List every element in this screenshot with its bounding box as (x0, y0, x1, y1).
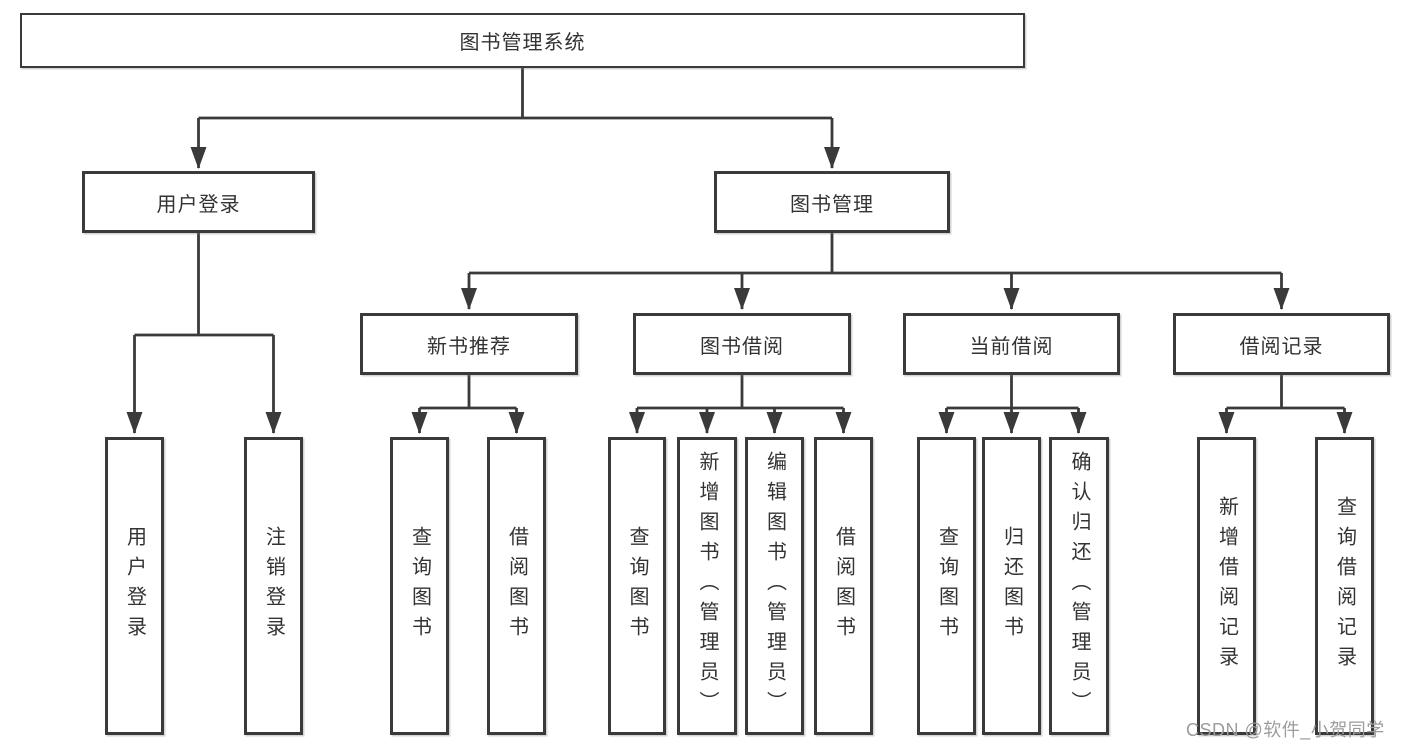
node-label: 图书管理系统 (459, 32, 586, 54)
leaf-borrow-books-borrowing: 借阅图书 (814, 437, 873, 735)
node-label: 借阅记录 (1239, 335, 1324, 358)
node-label: 注销登录 (262, 526, 285, 646)
node-label: 新增借阅记录 (1215, 496, 1238, 676)
leaf-add-borrow-record: 新增借阅记录 (1197, 437, 1256, 735)
leaf-edit-book-admin: 编辑图书（管理员） (745, 437, 804, 735)
node-label: 图书借阅 (700, 335, 784, 358)
leaf-query-books-borrowing: 查询图书 (608, 437, 666, 735)
node-book-borrowing: 图书借阅 (633, 313, 851, 375)
leaf-user-login: 用户登录 (105, 437, 164, 735)
node-label: 查询借阅记录 (1333, 496, 1356, 676)
node-label: 编辑图书（管理员） (763, 451, 786, 721)
node-current-borrowing: 当前借阅 (903, 313, 1120, 375)
node-label: 图书管理 (790, 193, 874, 216)
leaf-confirm-return-admin: 确认归还（管理员） (1049, 437, 1109, 735)
node-label: 用户登录 (156, 193, 241, 216)
node-root-library-management-system: 图书管理系统 (20, 13, 1025, 68)
leaf-query-borrow-record: 查询借阅记录 (1315, 437, 1374, 735)
node-label: 确认归还（管理员） (1068, 451, 1090, 721)
node-label: 归还图书 (1000, 526, 1023, 646)
node-borrowing-records: 借阅记录 (1173, 313, 1390, 375)
node-new-book-recommendation: 新书推荐 (360, 313, 578, 375)
node-label: 查询图书 (626, 526, 648, 646)
node-label: 查询图书 (935, 526, 958, 646)
node-label: 用户登录 (123, 526, 146, 646)
leaf-logout: 注销登录 (244, 437, 303, 735)
node-label: 新增图书（管理员） (696, 451, 718, 721)
node-book-management: 图书管理 (714, 171, 950, 233)
node-user-login: 用户登录 (82, 171, 315, 233)
leaf-borrow-books-recommend: 借阅图书 (487, 437, 546, 735)
node-label: 查询图书 (408, 526, 431, 646)
leaf-add-book-admin: 新增图书（管理员） (677, 437, 737, 735)
leaf-query-books-current: 查询图书 (917, 437, 976, 735)
node-label: 借阅图书 (505, 526, 528, 646)
leaf-query-books-recommend: 查询图书 (390, 437, 449, 735)
node-label: 新书推荐 (427, 335, 511, 358)
node-label: 当前借阅 (969, 335, 1054, 358)
csdn-watermark: CSDN @软件_小贺同学 (1186, 720, 1385, 740)
node-label: 借阅图书 (832, 526, 855, 646)
leaf-return-books: 归还图书 (982, 437, 1041, 735)
